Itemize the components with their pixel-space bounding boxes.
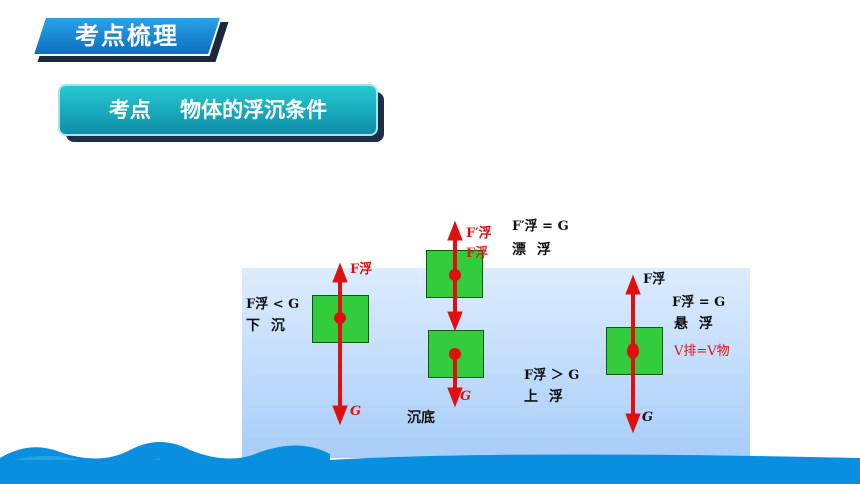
section-tab-label: 考点梳理 bbox=[75, 22, 179, 50]
bottom-center-dot bbox=[449, 348, 461, 360]
floating-gravity-arrowhead bbox=[447, 311, 463, 332]
suspended-volume-relation: V排=V物 bbox=[674, 344, 730, 359]
bottom-state: 沉底 bbox=[407, 410, 435, 426]
sinking-center-dot bbox=[334, 312, 346, 324]
sinking-buoyancy-arrowhead bbox=[332, 262, 348, 283]
floating-buoyancy-label-2: F浮 bbox=[466, 246, 489, 261]
sinking-gravity-arrowhead bbox=[332, 405, 348, 426]
sinking-condition: F浮 < G bbox=[246, 297, 300, 312]
suspended-buoyancy-label: F浮 bbox=[643, 272, 666, 287]
suspended-gravity-arrowhead bbox=[625, 413, 641, 434]
suspended-buoyancy-arrowhead bbox=[625, 274, 641, 295]
floating-condition: F′浮 = G bbox=[512, 219, 569, 234]
suspended-condition: F浮 = G bbox=[672, 295, 726, 310]
suspended-gravity-label: G bbox=[642, 410, 654, 425]
sinking-buoyancy-label: F浮 bbox=[350, 262, 373, 277]
title-banner-text: 考点 物体的浮沉条件 bbox=[108, 98, 328, 122]
floating-buoyancy-arrowhead bbox=[447, 220, 463, 241]
floating-buoyancy-label: F′浮 bbox=[466, 226, 492, 241]
bottom-gravity-arrowhead bbox=[447, 387, 463, 408]
floating-center-dot bbox=[449, 269, 461, 281]
bottom-wave-decoration bbox=[0, 442, 860, 484]
sinking-state: 下 沉 bbox=[246, 318, 288, 334]
title-banner bbox=[58, 84, 378, 136]
bottom-gravity-label: G bbox=[460, 389, 472, 404]
suspended-state: 悬 浮 bbox=[674, 316, 716, 332]
rising-condition: F浮 ＞ G bbox=[524, 368, 580, 383]
floating-state: 漂 浮 bbox=[512, 242, 554, 258]
suspended-center-dot bbox=[627, 343, 639, 359]
rising-state: 上 浮 bbox=[524, 389, 566, 405]
sinking-gravity-label: G bbox=[350, 404, 362, 419]
